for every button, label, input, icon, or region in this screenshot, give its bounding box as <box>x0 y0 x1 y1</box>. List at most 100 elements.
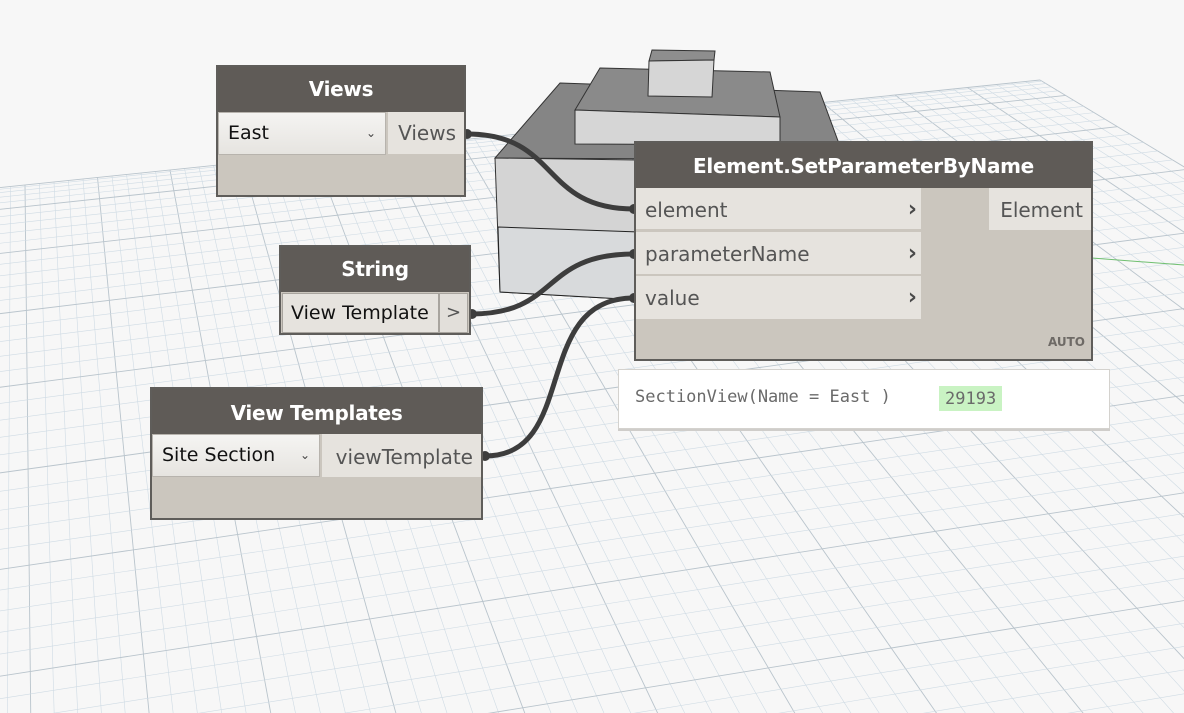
grid-line <box>778 646 1184 713</box>
grid-line <box>198 555 1184 713</box>
node-title[interactable]: View Templates <box>152 389 481 434</box>
grid-line <box>0 472 1184 655</box>
grid-line <box>0 324 1184 492</box>
base-lower-face <box>497 226 641 301</box>
input-port-parametername[interactable]: parameterName › <box>636 232 921 275</box>
grid-line <box>24 184 32 713</box>
grid-line <box>909 93 1184 294</box>
green-axis-line <box>1091 257 1184 266</box>
view-templates-dropdown[interactable]: Site Section ⌄ <box>152 434 320 477</box>
grid-line <box>0 452 1184 633</box>
string-node[interactable]: String View Template > <box>279 245 471 335</box>
node-title[interactable]: Element.SetParameterByName <box>636 143 1091 188</box>
port-label: value <box>645 286 700 310</box>
grid-line <box>82 178 126 713</box>
chevron-down-icon: ⌄ <box>299 448 310 462</box>
grid-line <box>445 141 768 713</box>
building-massing-model <box>493 49 1184 301</box>
grid-line <box>0 112 1095 234</box>
grid-line <box>68 180 102 713</box>
node-title[interactable]: String <box>281 247 469 292</box>
grid-line <box>430 142 740 713</box>
string-value-input[interactable]: View Template <box>282 293 439 333</box>
output-port-views[interactable]: Views <box>388 112 464 154</box>
tier3-front-face <box>647 59 715 98</box>
grid-line <box>97 177 150 713</box>
chevron-right-icon: › <box>907 197 917 222</box>
grid-line <box>111 175 174 713</box>
input-port-value[interactable]: value › <box>636 276 921 319</box>
tier3-top-face <box>648 49 716 62</box>
grid-line <box>459 139 796 713</box>
grid-line <box>401 145 686 713</box>
string-output-button[interactable]: > <box>439 293 468 333</box>
chevron-down-icon: ⌄ <box>365 126 376 140</box>
grid-line <box>0 673 1184 713</box>
grid-line <box>198 166 321 713</box>
grid-line <box>155 171 247 713</box>
grid-line <box>184 168 296 713</box>
grid-line <box>633 622 1184 713</box>
grid-line <box>0 358 1184 530</box>
grid-line <box>0 492 1184 677</box>
output-port-viewtemplate[interactable]: viewTemplate <box>322 434 481 477</box>
grid-line <box>7 186 11 713</box>
grid-line <box>0 432 1184 612</box>
grid-line <box>0 100 1075 217</box>
grid-line <box>0 616 1184 713</box>
grid-line <box>923 91 1184 278</box>
grid-line <box>0 513 1184 700</box>
grid-line <box>169 169 272 713</box>
input-port-element[interactable]: element › <box>636 188 921 231</box>
output-port-element[interactable]: Element <box>989 188 1091 230</box>
grid-line <box>952 88 1184 247</box>
grid-line <box>0 308 1184 474</box>
set-parameter-by-name-node[interactable]: Element.SetParameterByName element › par… <box>634 141 1093 361</box>
lacing-indicator[interactable]: AUTO <box>1047 335 1085 349</box>
wire-viewtemplate-to-value[interactable] <box>484 295 635 459</box>
grid-line <box>242 162 397 713</box>
view-templates-node[interactable]: View Templates Site Section ⌄ viewTempla… <box>150 387 483 520</box>
preview-text: SectionView(Name = East ) <box>635 387 891 407</box>
grid-line <box>474 138 824 713</box>
chevron-right-icon: › <box>907 285 917 310</box>
wire-views-to-element[interactable] <box>466 131 635 212</box>
grid-line <box>488 136 852 713</box>
grid-line <box>53 181 78 713</box>
node-title[interactable]: Views <box>218 67 464 112</box>
grid-line <box>1067 693 1184 713</box>
grid-line <box>487 600 1184 713</box>
grid-line <box>0 394 1184 570</box>
grid-line <box>0 654 1184 713</box>
element-id-badge[interactable]: 29193 <box>939 386 1003 411</box>
grid-line <box>0 90 1058 204</box>
grid-line <box>271 159 448 713</box>
port-label: parameterName <box>645 242 810 266</box>
dropdown-value: Site Section <box>162 444 276 466</box>
grid-line <box>0 693 1184 713</box>
grid-line <box>0 598 1184 713</box>
grid-line <box>0 94 1066 210</box>
grid-line <box>0 292 1184 456</box>
grid-line <box>213 165 346 713</box>
grid-line <box>343 577 1184 713</box>
grid-line <box>285 157 474 713</box>
grid-line <box>256 160 422 713</box>
dropdown-value: East <box>228 122 269 144</box>
chevron-right-icon: › <box>907 241 917 266</box>
port-label: element <box>645 198 728 222</box>
grid-line <box>416 144 713 713</box>
grid-line <box>140 172 222 713</box>
grid-line <box>227 163 371 713</box>
wire-string-to-parametername[interactable] <box>470 251 635 317</box>
node-preview-bubble[interactable]: SectionView(Name = East ) 29193 <box>618 369 1110 429</box>
views-node[interactable]: Views East ⌄ Views <box>216 65 466 197</box>
grid-line <box>967 87 1184 233</box>
grid-line <box>0 376 1184 550</box>
grid-line <box>0 106 1084 226</box>
grid-line <box>39 183 55 713</box>
grid-line <box>0 413 1184 591</box>
views-dropdown[interactable]: East ⌄ <box>218 112 386 155</box>
grid-line <box>938 90 1184 262</box>
